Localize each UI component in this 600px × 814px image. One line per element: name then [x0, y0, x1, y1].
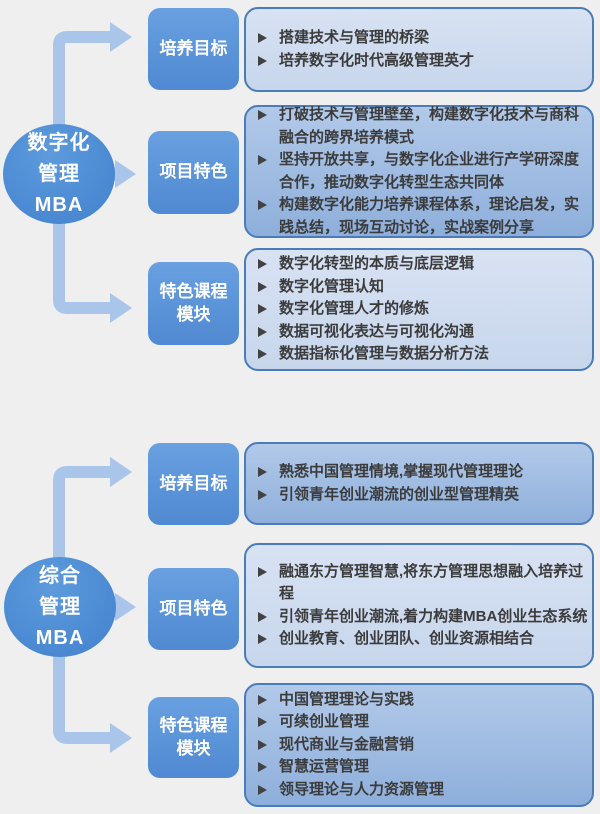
bullet-arrowhead-icon	[258, 762, 267, 773]
list-item-text: 引领青年创业潮流的创业型管理精英	[279, 485, 520, 503]
list-item: 坚持开放共享，与数字化企业进行产学研深度合作，推动数字化转型生态共同体	[256, 149, 589, 194]
list-item-text: 中国管理理论与实践	[279, 690, 415, 708]
list-item: 熟悉中国管理情境,掌握现代管理理论	[256, 461, 589, 484]
category-label-text: 特色课程模块	[159, 715, 228, 758]
category-label-program-features-general: 项目特色	[148, 568, 239, 650]
list-item-text: 数据指标化管理与数据分析方法	[279, 345, 490, 363]
content-box-program-features-digital: 打破技术与管理壁垒，构建数字化技术与商科融合的跨界培养模式坚持开放共享，与数字化…	[244, 105, 594, 238]
list-item-text: 现代商业与金融营销	[279, 735, 415, 753]
list-item-text: 融通东方管理智慧,将东方管理思想融入培养过程	[279, 562, 584, 603]
category-label-text: 项目特色	[159, 598, 228, 618]
list-item-text: 可续创业管理	[279, 713, 370, 731]
list-item: 数字化管理认知	[256, 276, 589, 299]
list-item-text: 创业教育、创业团队、创业资源相结合	[279, 630, 535, 647]
circle-line: MBA	[35, 626, 85, 649]
content-list: 中国管理理论与实践可续创业管理现代商业与金融营销智慧运营管理领导理论与人力资源管…	[256, 689, 589, 802]
content-box-training-goals-general: 熟悉中国管理情境,掌握现代管理理论引领青年创业潮流的创业型管理精英	[244, 442, 594, 525]
circle-line: 管理	[38, 162, 80, 185]
list-item-text: 引领青年创业潮流,着力构建MBA创业生态系统	[279, 607, 588, 625]
list-item-text: 构建数字化能力培养课程体系，理论启发，实践总结，现场互动讨论，实战案例分享	[279, 196, 580, 236]
bullet-arrowhead-icon	[258, 694, 267, 705]
bullet-arrowhead-icon	[258, 349, 267, 360]
list-item-text: 搭建技术与管理的桥梁	[279, 29, 430, 46]
list-item: 引领青年创业潮流的创业型管理精英	[256, 484, 589, 507]
arrowhead-mid-general-icon	[115, 593, 136, 621]
list-item-text: 熟悉中国管理情境,掌握现代管理理论	[279, 463, 524, 480]
arrowhead-up-digital-icon	[110, 22, 132, 52]
bullet-arrowhead-icon	[258, 304, 267, 315]
bullet-arrowhead-icon	[258, 55, 267, 66]
category-label-text: 培养目标	[159, 38, 228, 58]
circle-line: 管理	[39, 595, 81, 618]
list-item-text: 坚持开放共享，与数字化企业进行产学研深度合作，推动数字化转型生态共同体	[279, 151, 580, 191]
arrowhead-down-digital-icon	[110, 293, 132, 323]
content-box-course-modules-digital: 数字化转型的本质与底层逻辑数字化管理认知数字化管理人才的修炼数据可视化表达与可视…	[244, 248, 594, 371]
content-box-program-features-general: 融通东方管理智慧,将东方管理思想融入培养过程引领青年创业潮流,着力构建MBA创业…	[244, 543, 594, 668]
list-item: 创业教育、创业团队、创业资源相结合	[256, 628, 589, 651]
list-item-text: 智慧运营管理	[279, 758, 370, 776]
content-list: 融通东方管理智慧,将东方管理思想融入培养过程引领青年创业潮流,着力构建MBA创业…	[256, 561, 589, 651]
content-list: 打破技术与管理壁垒，构建数字化技术与商科融合的跨界培养模式坚持开放共享，与数字化…	[256, 104, 589, 239]
category-label-training-goals-general: 培养目标	[148, 443, 239, 525]
list-item: 搭建技术与管理的桥梁	[256, 27, 589, 50]
list-item: 数据指标化管理与数据分析方法	[256, 343, 589, 366]
list-item-text: 数据可视化表达与可视化沟通	[279, 322, 475, 340]
bullet-arrowhead-icon	[258, 200, 267, 210]
list-item-text: 打破技术与管理壁垒，构建数字化技术与商科融合的跨界培养模式	[279, 106, 580, 146]
list-item: 智慧运营管理	[256, 756, 589, 779]
bullet-arrowhead-icon	[258, 611, 267, 622]
category-label-program-features-digital: 项目特色	[148, 131, 239, 214]
program-circle-general-mba: 综合 管理 MBA	[4, 557, 116, 657]
category-label-course-modules-digital: 特色课程模块	[148, 262, 239, 345]
category-label-text: 项目特色	[159, 162, 228, 182]
list-item: 引领青年创业潮流,着力构建MBA创业生态系统	[256, 606, 589, 629]
bullet-arrowhead-icon	[258, 489, 267, 500]
bullet-arrowhead-icon	[258, 110, 267, 120]
circle-line: 综合	[39, 564, 81, 587]
bullet-arrowhead-icon	[258, 566, 267, 577]
circle-line: MBA	[34, 193, 84, 216]
list-item: 数据可视化表达与可视化沟通	[256, 321, 589, 344]
bullet-arrowhead-icon	[258, 33, 267, 43]
bullet-arrowhead-icon	[258, 281, 267, 292]
list-item-text: 数字化管理认知	[279, 277, 385, 295]
content-list: 搭建技术与管理的桥梁培养数字化时代高级管理英才	[256, 27, 589, 72]
content-list: 数字化转型的本质与底层逻辑数字化管理认知数字化管理人才的修炼数据可视化表达与可视…	[256, 253, 589, 366]
program-circle-digital-mba: 数字化 管理 MBA	[3, 124, 115, 224]
arrowhead-up-general-icon	[110, 457, 132, 487]
category-label-text: 特色课程模块	[159, 281, 228, 324]
arrowhead-mid-digital-icon	[115, 160, 136, 188]
bullet-arrowhead-icon	[258, 467, 267, 477]
list-item-text: 数字化转型的本质与底层逻辑	[279, 255, 475, 273]
bullet-arrowhead-icon	[258, 739, 267, 750]
bullet-arrowhead-icon	[258, 717, 267, 728]
bullet-arrowhead-icon	[258, 155, 267, 165]
list-item: 可续创业管理	[256, 711, 589, 734]
bullet-arrowhead-icon	[258, 634, 267, 644]
arrowhead-down-general-icon	[110, 723, 132, 753]
list-item: 培养数字化时代高级管理英才	[256, 50, 589, 73]
list-item-text: 培养数字化时代高级管理英才	[279, 51, 475, 69]
list-item: 现代商业与金融营销	[256, 734, 589, 757]
list-item: 融通东方管理智慧,将东方管理思想融入培养过程	[256, 561, 589, 606]
content-box-course-modules-general: 中国管理理论与实践可续创业管理现代商业与金融营销智慧运营管理领导理论与人力资源管…	[244, 683, 594, 807]
bullet-arrowhead-icon	[258, 326, 267, 337]
list-item: 数字化转型的本质与底层逻辑	[256, 253, 589, 276]
content-box-training-goals-digital: 搭建技术与管理的桥梁培养数字化时代高级管理英才	[244, 7, 594, 92]
bullet-arrowhead-icon	[258, 259, 267, 270]
category-label-course-modules-general: 特色课程模块	[148, 697, 239, 778]
list-item-text: 领导理论与人力资源管理	[279, 780, 445, 798]
content-list: 熟悉中国管理情境,掌握现代管理理论引领青年创业潮流的创业型管理精英	[256, 461, 589, 506]
circle-line: 数字化	[27, 131, 91, 154]
bullet-arrowhead-icon	[258, 784, 267, 795]
category-label-text: 培养目标	[159, 473, 228, 493]
list-item: 构建数字化能力培养课程体系，理论启发，实践总结，现场互动讨论，实战案例分享	[256, 194, 589, 239]
list-item: 数字化管理人才的修炼	[256, 298, 589, 321]
list-item-text: 数字化管理人才的修炼	[279, 300, 430, 318]
list-item: 中国管理理论与实践	[256, 689, 589, 712]
category-label-training-goals-digital: 培养目标	[148, 8, 239, 90]
list-item: 领导理论与人力资源管理	[256, 779, 589, 802]
list-item: 打破技术与管理壁垒，构建数字化技术与商科融合的跨界培养模式	[256, 104, 589, 149]
